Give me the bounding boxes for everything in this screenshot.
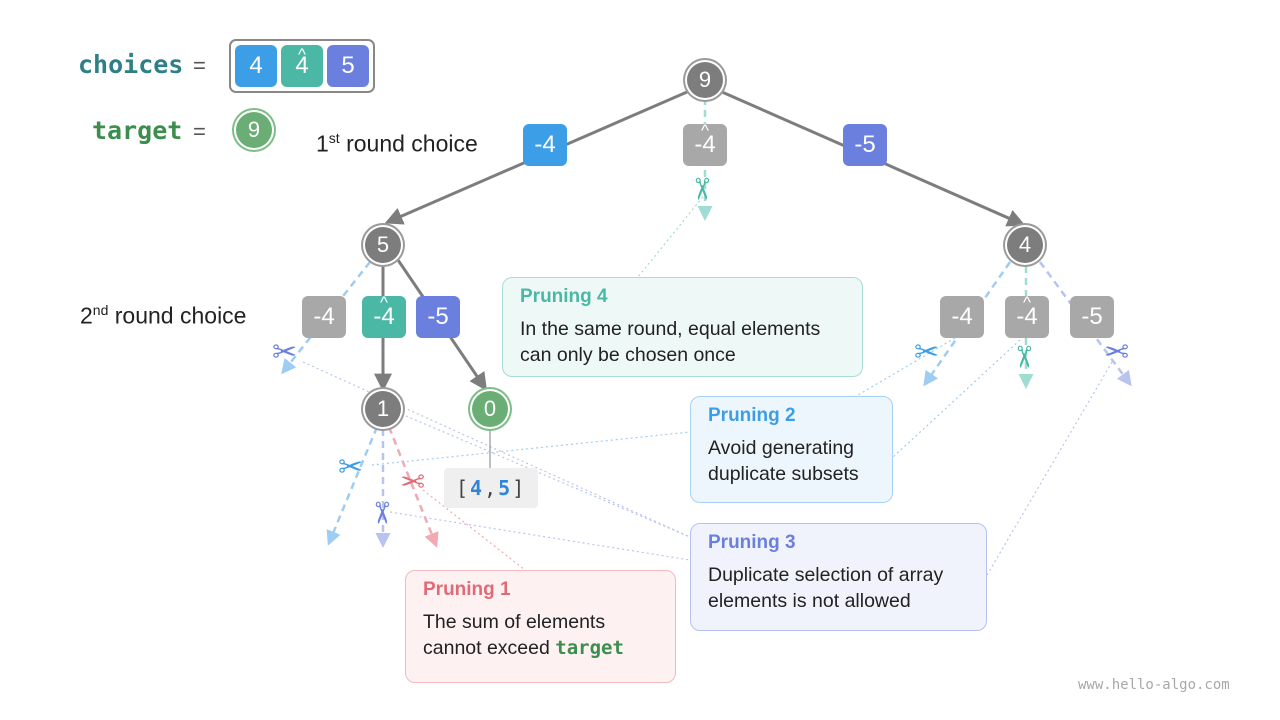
- pruning-3-line2: elements is not allowed: [708, 590, 911, 612]
- pruning-2-line1: Avoid generating: [708, 437, 855, 459]
- choices-array: 4 ^4 5: [229, 39, 375, 93]
- pruning-2-line2: duplicate subsets: [708, 463, 859, 485]
- pruning-2-callout: Pruning 2 Avoid generating duplicate sub…: [690, 396, 893, 503]
- pruning-4-title: Pruning 4: [520, 286, 608, 307]
- choices-element-5: 5: [327, 45, 369, 87]
- hat-mark: ^: [297, 45, 306, 64]
- scissors-icon: ✂: [684, 176, 718, 202]
- round-2-label: 2nd round choice: [80, 302, 247, 329]
- scissors-icon: ✂: [1104, 336, 1130, 369]
- node-0: 0: [472, 391, 508, 427]
- scissors-icon: ✂: [272, 336, 298, 369]
- node-1: 1: [365, 391, 401, 427]
- pruning-1-line2: cannot exceed target: [423, 637, 624, 659]
- round2-left-choice-minus4: -4: [302, 296, 346, 338]
- scissors-icon: ✂: [364, 500, 398, 526]
- round1-choice-minus4: -4: [523, 124, 567, 166]
- round2-right-choice-minus4-hat: ^-4: [1005, 293, 1049, 338]
- round2-right-choice-minus4: -4: [940, 296, 984, 338]
- target-label: target: [92, 116, 183, 145]
- node-4: 4: [1007, 227, 1043, 263]
- pruning-2-title: Pruning 2: [708, 405, 796, 426]
- choices-equals: =: [193, 53, 206, 78]
- round1-choice-minus4-hat: ^-4: [683, 121, 727, 166]
- hat-mark: ^: [701, 121, 709, 140]
- round2-left-choice-minus4-hat: ^-4: [362, 293, 406, 338]
- round-1-label: 1st round choice: [316, 130, 478, 157]
- round2-right-choice-minus5: -5: [1070, 296, 1114, 338]
- pruning-1-line1: The sum of elements: [423, 611, 606, 633]
- node-5: 5: [365, 227, 401, 263]
- target-equals: =: [193, 119, 206, 144]
- scissors-icon: ✂: [400, 466, 426, 499]
- pruning-4-line1: In the same round, equal elements: [520, 318, 821, 340]
- hat-mark: ^: [380, 293, 388, 312]
- scissors-icon: ✂: [914, 336, 940, 369]
- result-subset: [4,5]: [444, 468, 539, 508]
- round2-left-choice-minus5: -5: [416, 296, 460, 338]
- scissors-icon: ✂: [1006, 344, 1040, 370]
- hat-mark: ^: [1023, 293, 1031, 312]
- round1-choice-minus5: -5: [843, 124, 887, 166]
- pruning-1-title: Pruning 1: [423, 579, 511, 600]
- choices-element-4-hat: ^4: [281, 45, 323, 87]
- pruning-3-line1: Duplicate selection of array: [708, 564, 944, 586]
- scissors-icon: ✂: [338, 451, 364, 484]
- pruning-3-callout: Pruning 3 Duplicate selection of array e…: [690, 523, 987, 631]
- pruning-1-callout: Pruning 1 The sum of elements cannot exc…: [405, 570, 676, 683]
- pruning-4-line2: can only be chosen once: [520, 344, 736, 366]
- pruning-4-callout: Pruning 4 In the same round, equal eleme…: [502, 277, 863, 377]
- choices-element-4: 4: [235, 45, 277, 87]
- choices-label: choices: [78, 50, 184, 79]
- watermark: www.hello-algo.com: [1078, 677, 1230, 693]
- pruning-3-title: Pruning 3: [708, 532, 796, 553]
- target-value-node: 9: [236, 112, 272, 148]
- root-node: 9: [687, 62, 723, 98]
